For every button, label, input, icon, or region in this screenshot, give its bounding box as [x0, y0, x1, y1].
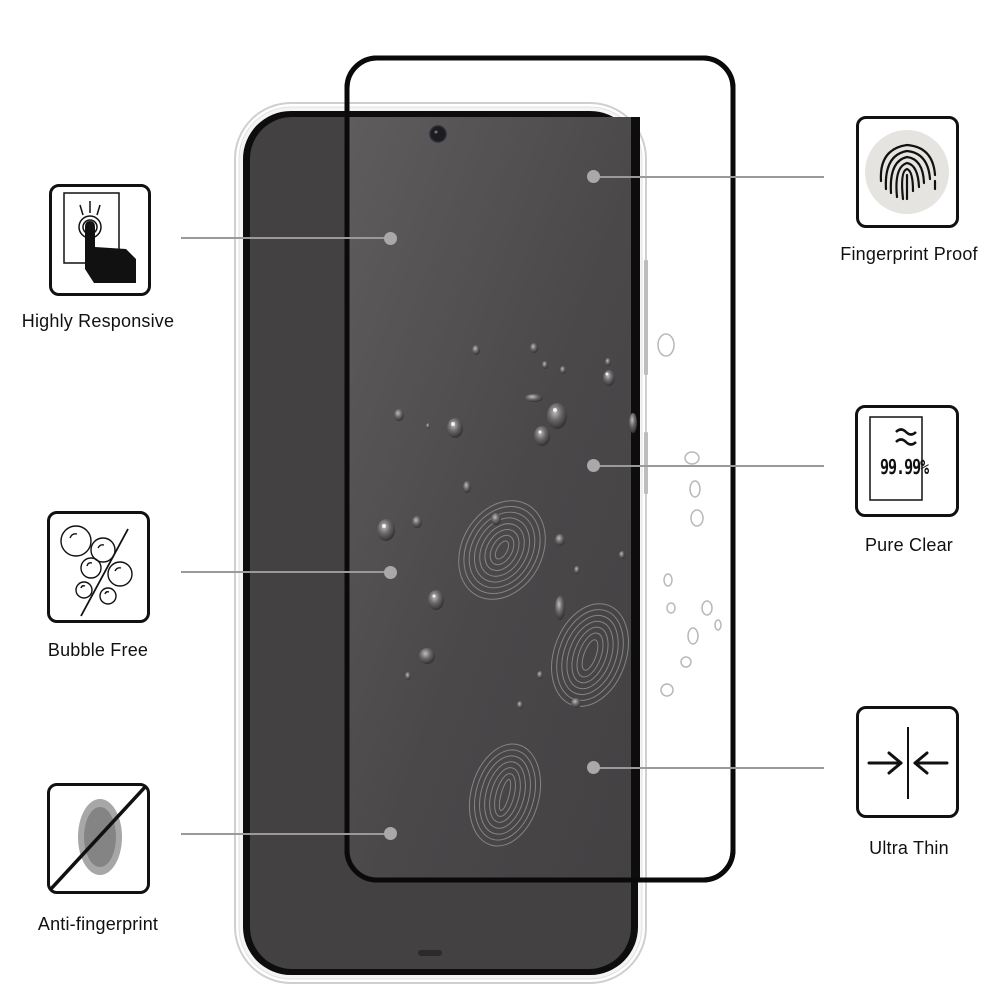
feature-icon-box — [47, 783, 150, 894]
callout-dot — [587, 459, 600, 472]
water-droplets-outside — [657, 333, 722, 697]
feature-icon-box: 99.99% — [855, 405, 959, 517]
feature-label: Highly Responsive — [21, 311, 175, 331]
bubble-free-icon — [60, 525, 133, 617]
ultra-thin-arrows-icon — [867, 727, 949, 799]
callout-line — [593, 465, 824, 467]
feature-label: Fingerprint Proof — [840, 244, 978, 264]
callout-dot — [587, 170, 600, 183]
callout-dot — [384, 566, 397, 579]
callout-dot — [384, 232, 397, 245]
feature-icon-box — [856, 116, 959, 228]
touch-hand-icon — [63, 192, 136, 283]
anti-fingerprint-icon — [50, 786, 147, 891]
callout-line — [593, 767, 824, 769]
feature-label: Pure Clear — [864, 535, 954, 555]
callout-line — [181, 571, 391, 573]
feature-label: Anti-fingerprint — [37, 914, 159, 934]
feature-label: Bubble Free — [47, 640, 149, 660]
callout-line — [181, 833, 391, 835]
fingerprint-smudge — [458, 500, 629, 847]
feature-icon-box — [856, 706, 959, 818]
feature-icon-box — [47, 511, 150, 623]
clarity-percentage: 99.99% — [880, 454, 929, 480]
clarity-icon — [869, 416, 923, 501]
fingerprint-icon — [865, 130, 949, 214]
callout-dot — [384, 827, 397, 840]
callout-line — [593, 176, 824, 178]
feature-label: Ultra Thin — [869, 838, 949, 858]
callout-dot — [587, 761, 600, 774]
water-droplets — [377, 343, 637, 709]
callout-line — [181, 237, 391, 239]
feature-icon-box — [49, 184, 151, 296]
